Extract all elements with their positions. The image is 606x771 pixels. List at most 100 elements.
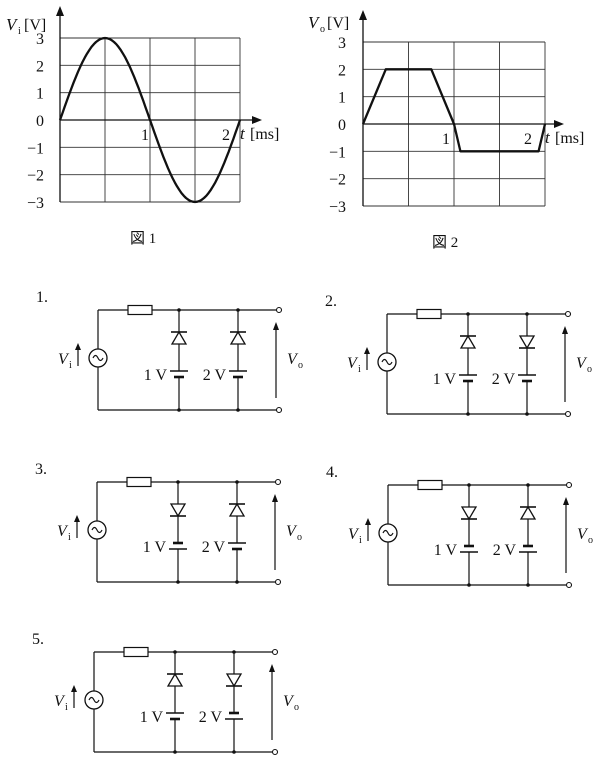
option-number: 4. xyxy=(326,464,338,481)
battery-plus-top xyxy=(170,370,188,379)
y-tick-label: 1 xyxy=(338,90,346,107)
battery-plus-top xyxy=(228,542,246,551)
resistor xyxy=(416,308,442,320)
option-number: 5. xyxy=(32,631,44,648)
y-tick-label: −1 xyxy=(27,140,44,157)
diode-down xyxy=(518,335,536,350)
source-subscript: i xyxy=(359,535,362,546)
resistor xyxy=(417,479,443,491)
output-subscript: o xyxy=(588,535,593,546)
resistor xyxy=(127,304,153,316)
battery-label-2: 2 V xyxy=(199,709,223,726)
source-subscript: i xyxy=(68,532,71,543)
ac-source-icon xyxy=(87,520,107,540)
figure-1-sine-wave xyxy=(58,36,242,204)
diode-up xyxy=(519,505,537,520)
battery-label-2: 2 V xyxy=(203,367,227,384)
figure-2-x-axis-unit: [ms] xyxy=(555,130,584,147)
figure-1-axes xyxy=(56,6,262,202)
ac-source-icon xyxy=(377,352,397,372)
battery-plus-bottom xyxy=(519,544,537,553)
y-tick-label: −2 xyxy=(27,168,44,185)
output-label: V xyxy=(286,523,298,540)
battery-plus-bottom xyxy=(460,544,478,553)
output-label: V xyxy=(283,693,295,710)
figure-1-y-axis-label: V xyxy=(6,15,19,34)
figure-2-x-axis-label: t xyxy=(545,128,551,147)
diode-up xyxy=(166,672,184,687)
battery-label-1: 1 V xyxy=(433,371,457,388)
figure-1-x-axis-label: t xyxy=(240,124,246,143)
ac-source-icon xyxy=(88,348,108,368)
battery-plus-top xyxy=(229,370,247,379)
y-tick-label: 0 xyxy=(338,117,346,134)
diode-up xyxy=(229,330,247,345)
figure-1-y-axis-subscript: i xyxy=(18,26,21,37)
output-terminal-top xyxy=(274,478,282,486)
figure-2-x-tick-2: 2 xyxy=(524,131,532,148)
source-subscript: i xyxy=(69,360,72,371)
figure-1-x-axis-unit: [ms] xyxy=(250,126,279,143)
source-subscript: i xyxy=(65,702,68,713)
figure-1-caption: 図 1 xyxy=(130,230,156,247)
output-subscript: o xyxy=(298,360,303,371)
y-tick-label: −3 xyxy=(27,195,44,212)
y-tick-label: −1 xyxy=(329,144,346,161)
diode-up xyxy=(459,334,477,349)
output-label: V xyxy=(577,526,589,543)
ac-source-icon xyxy=(84,690,104,710)
battery-plus-top xyxy=(459,374,477,383)
battery-plus-top xyxy=(518,374,536,383)
output-subscript: o xyxy=(587,364,592,375)
output-terminal-top xyxy=(271,648,279,656)
figure-2-axes xyxy=(359,10,564,206)
resistor xyxy=(123,646,149,658)
battery-label-1: 1 V xyxy=(144,367,168,384)
diode-down xyxy=(225,673,243,688)
source-label: V xyxy=(54,693,66,710)
y-tick-label: 2 xyxy=(338,62,346,79)
output-subscript: o xyxy=(294,702,299,713)
battery-label-2: 2 V xyxy=(493,542,517,559)
output-terminal-top xyxy=(564,310,572,318)
diode-up xyxy=(228,502,246,517)
y-tick-label: −2 xyxy=(329,172,346,189)
figure-1-x-tick-2: 2 xyxy=(222,127,230,144)
output-terminal-bottom xyxy=(564,410,572,418)
diode-down xyxy=(169,503,187,518)
output-terminal-bottom xyxy=(565,581,573,589)
source-label: V xyxy=(58,351,70,368)
y-tick-label: 2 xyxy=(36,58,44,75)
battery-plus-bottom xyxy=(169,541,187,550)
ac-source-icon xyxy=(378,523,398,543)
figure-2-y-axis-label: V xyxy=(308,13,321,32)
output-label: V xyxy=(576,355,588,372)
figure-2-y-axis-unit: [V] xyxy=(327,15,349,32)
figure-1-y-axis-unit: [V] xyxy=(24,17,46,34)
output-terminal-bottom xyxy=(271,748,279,756)
diode-down xyxy=(460,506,478,521)
battery-label-2: 2 V xyxy=(492,371,516,388)
figure-2-clipped-wave xyxy=(361,68,547,153)
output-terminal-bottom xyxy=(274,578,282,586)
source-label: V xyxy=(57,523,69,540)
battery-label-1: 1 V xyxy=(434,542,458,559)
figure-2-x-tick-1: 1 xyxy=(442,131,450,148)
y-tick-label: 0 xyxy=(36,113,44,130)
battery-label-2: 2 V xyxy=(202,539,226,556)
y-tick-label: 3 xyxy=(36,31,44,48)
y-tick-label: 3 xyxy=(338,35,346,52)
battery-plus-bottom xyxy=(225,711,243,720)
option-number: 3. xyxy=(35,461,47,478)
figure-2-y-axis-subscript: o xyxy=(320,24,325,35)
